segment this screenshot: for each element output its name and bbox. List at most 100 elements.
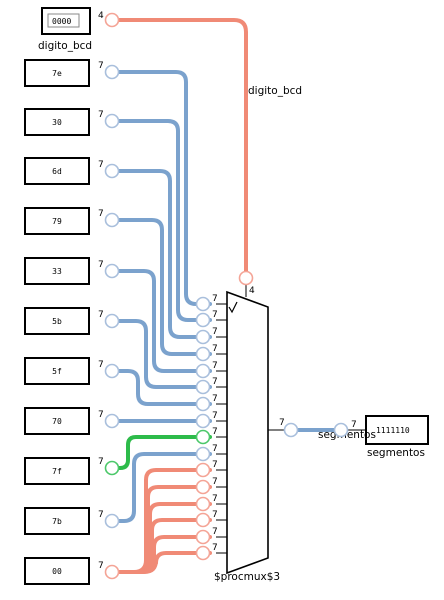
constant-value: 70 <box>52 417 62 426</box>
mux-input-port[interactable] <box>195 329 211 345</box>
constant-port[interactable] <box>104 163 120 179</box>
constant-value: 79 <box>52 217 62 226</box>
constant-port[interactable] <box>104 64 120 80</box>
constant-box[interactable] <box>24 257 90 285</box>
constant-box[interactable] <box>24 207 90 235</box>
mux-input-port[interactable] <box>195 529 211 545</box>
constant-width: 7 <box>98 510 104 520</box>
wire-7e <box>110 70 212 306</box>
input-digito-bcd[interactable]: 0000 digito_bcd 4 <box>38 7 104 52</box>
wire-5f <box>110 369 212 406</box>
constant-value: 00 <box>52 567 62 576</box>
input-bcd-field[interactable] <box>47 13 80 28</box>
constant-7f[interactable]: 7f7 <box>24 457 104 485</box>
mux-input-port[interactable] <box>195 396 211 412</box>
constant-box[interactable] <box>24 557 90 585</box>
constant-port[interactable] <box>104 113 120 129</box>
constant-width: 7 <box>98 260 104 270</box>
constant-box[interactable] <box>24 507 90 535</box>
constant-7e[interactable]: 7e7 <box>24 59 104 87</box>
mux-input-port[interactable] <box>195 312 211 328</box>
mux-select-port[interactable] <box>238 270 254 286</box>
mux-input-width: 7 <box>212 377 218 387</box>
constant-5f[interactable]: 5f 7 <box>24 357 104 385</box>
mux-input-port[interactable] <box>195 379 211 395</box>
constant-79[interactable]: 79 7 <box>24 207 104 235</box>
mux-input-port[interactable] <box>195 462 211 478</box>
mux-input-port[interactable] <box>195 545 211 561</box>
constant-port[interactable] <box>104 363 120 379</box>
input-bcd-value: 0000 <box>52 17 71 26</box>
constant-width: 7 <box>98 209 104 219</box>
constant-width: 7 <box>98 160 104 170</box>
input-bcd-width: 4 <box>98 11 104 21</box>
constant-width: 7 <box>98 110 104 120</box>
mux-input-port[interactable] <box>195 496 211 512</box>
mux-input-width: 7 <box>212 460 218 470</box>
constant-value: 30 <box>52 118 62 127</box>
constant-box[interactable] <box>24 157 90 185</box>
wire-30 <box>110 119 212 322</box>
wire-33 <box>110 269 212 373</box>
output-input-port[interactable] <box>333 422 349 438</box>
mux-select-width: 4 <box>249 286 255 296</box>
mux-output-port[interactable] <box>283 422 299 438</box>
output-value: 1111110 <box>376 426 410 435</box>
constant-box[interactable] <box>24 457 90 485</box>
mux-input-port[interactable] <box>195 346 211 362</box>
wire-00 <box>110 485 212 574</box>
output-box[interactable] <box>365 415 429 445</box>
wire-79 <box>110 218 212 356</box>
mux-input-width: 7 <box>212 327 218 337</box>
constant-port[interactable] <box>104 460 120 476</box>
mux-input-width: 7 <box>212 510 218 520</box>
mux-procmux3[interactable]: $procmux$3 4 7 <box>214 286 285 583</box>
constant-width: 7 <box>98 561 104 571</box>
constant-width: 7 <box>98 410 104 420</box>
constant-7b[interactable]: 7b7 <box>24 507 104 535</box>
constant-70[interactable]: 70 7 <box>24 407 104 435</box>
constant-port[interactable] <box>104 212 120 228</box>
mux-input-port[interactable] <box>195 512 211 528</box>
constant-6d[interactable]: 6d7 <box>24 157 104 185</box>
wire-6d <box>110 169 212 339</box>
constant-box[interactable] <box>24 108 90 136</box>
constant-box[interactable] <box>24 357 90 385</box>
wire-7f <box>110 435 212 470</box>
input-bcd-port[interactable] <box>104 12 120 28</box>
constant-30[interactable]: 30 7 <box>24 108 104 136</box>
mux-input-width: 7 <box>212 310 218 320</box>
mux-input-width: 7 <box>212 543 218 553</box>
constant-value: 5f <box>52 367 62 376</box>
constant-port[interactable] <box>104 263 120 279</box>
mux-output-width: 7 <box>279 418 285 428</box>
constant-width: 7 <box>98 360 104 370</box>
mux-input-port[interactable] <box>195 363 211 379</box>
wire-5b <box>110 319 212 389</box>
constant-5b[interactable]: 5b7 <box>24 307 104 335</box>
mux-input-width: 7 <box>212 361 218 371</box>
constant-port[interactable] <box>104 564 120 580</box>
mux-input-port[interactable] <box>195 429 211 445</box>
constant-port[interactable] <box>104 413 120 429</box>
mux-input-port[interactable] <box>195 479 211 495</box>
mux-input-width: 7 <box>212 527 218 537</box>
wire-7b <box>110 452 212 523</box>
mux-input-port[interactable] <box>195 413 211 429</box>
mux-input-port[interactable] <box>195 296 211 312</box>
wires-layer <box>110 18 366 574</box>
constant-value: 5b <box>52 317 62 326</box>
output-segmentos[interactable]: 1111110 segmentos segmentos 7 <box>318 415 429 459</box>
constant-port[interactable] <box>104 313 120 329</box>
constant-box[interactable] <box>24 407 90 435</box>
mux-input-width: 7 <box>212 394 218 404</box>
constant-00[interactable]: 00 7 <box>24 557 104 585</box>
mux-body[interactable] <box>226 290 269 575</box>
constant-box[interactable] <box>24 59 90 87</box>
constant-port[interactable] <box>104 513 120 529</box>
mux-input-port[interactable] <box>195 446 211 462</box>
constant-33[interactable]: 337 <box>24 257 104 285</box>
output-wire-label: segmentos <box>318 429 376 441</box>
constant-box[interactable] <box>24 307 90 335</box>
